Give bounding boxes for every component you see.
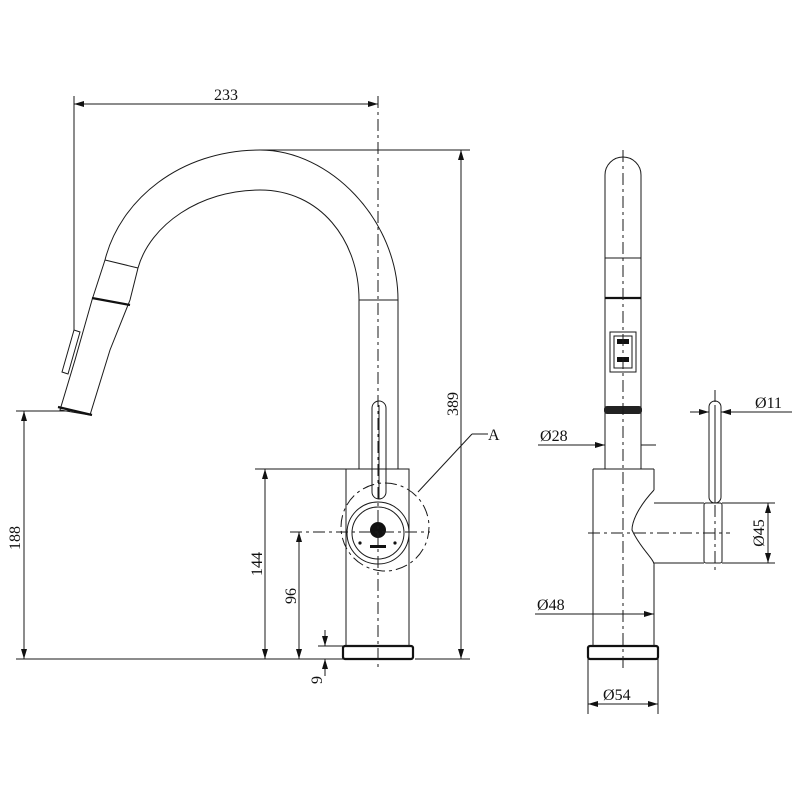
dim-dia-28: Ø28	[540, 428, 568, 445]
side-view	[586, 150, 730, 668]
side-dimensions: Ø28 Ø48 Ø54 Ø11 Ø45	[535, 395, 792, 714]
dim-dia-54: Ø54	[603, 687, 631, 704]
faucet-neck	[358, 300, 399, 469]
dim-96: 96	[283, 588, 300, 604]
spout-arc-outer	[104, 149, 399, 301]
front-view	[57, 96, 430, 668]
front-dimensions: 233 389 188 144 96 9 A	[7, 87, 500, 684]
dim-dia-48: Ø48	[537, 597, 565, 614]
dim-389: 389	[445, 392, 462, 416]
side-body	[592, 469, 655, 646]
pull-out-head	[59, 259, 139, 416]
spout-arc-inner	[137, 189, 360, 301]
spray-toggle[interactable]	[609, 331, 637, 373]
dim-144: 144	[249, 552, 266, 576]
dim-9: 9	[309, 676, 326, 684]
callout-a: A	[488, 427, 500, 444]
control-button[interactable]	[370, 522, 386, 538]
detail-circle-a	[340, 482, 430, 572]
dim-233: 233	[214, 87, 238, 104]
dim-188: 188	[7, 526, 24, 550]
dim-dia-45: Ø45	[751, 519, 768, 547]
dim-dia-11: Ø11	[755, 395, 782, 412]
